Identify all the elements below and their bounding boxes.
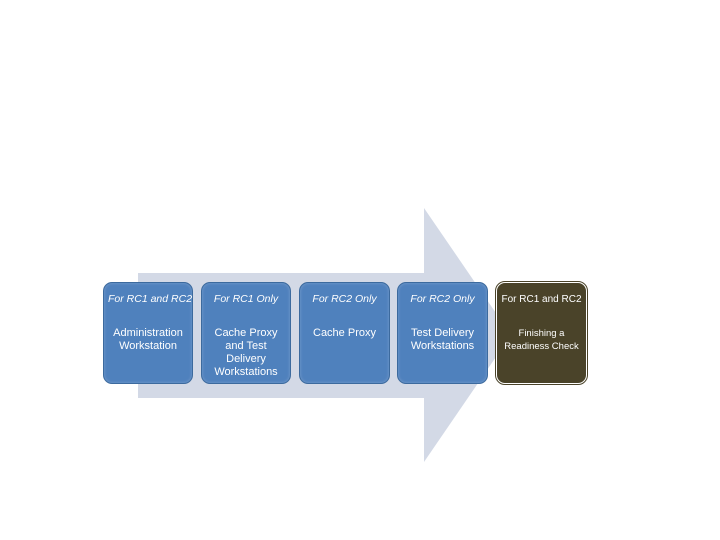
step-3-label: Cache Proxy xyxy=(313,327,376,339)
step-finishing-readiness-check: For RC1 and RC2 Finishing a Readiness Ch… xyxy=(495,281,588,385)
step-1-label: Administration Workstation xyxy=(113,327,183,352)
step-2-label: Cache Proxy and Test Delivery Workstatio… xyxy=(214,327,278,378)
step-4-label: Test Delivery Workstations xyxy=(410,327,475,352)
step-1-tag: For RC1 and RC2 xyxy=(108,293,193,305)
step-4-tag: For RC2 Only xyxy=(410,293,475,305)
step-cache-proxy: For RC2 Only Cache Proxy xyxy=(299,282,390,384)
step-2-tag: For RC1 Only xyxy=(213,293,279,305)
step-test-delivery-workstations: For RC2 Only Test Delivery Workstations xyxy=(397,282,488,384)
step-administration-workstation: For RC1 and RC2 Administration Workstati… xyxy=(103,282,193,384)
step-3-tag: For RC2 Only xyxy=(312,293,377,305)
step-cache-proxy-and-test-delivery: For RC1 Only Cache Proxy and Test Delive… xyxy=(201,282,291,384)
step-5-label: Finishing a Readiness Check xyxy=(504,328,579,352)
step-5-tag: For RC1 and RC2 xyxy=(501,294,582,305)
